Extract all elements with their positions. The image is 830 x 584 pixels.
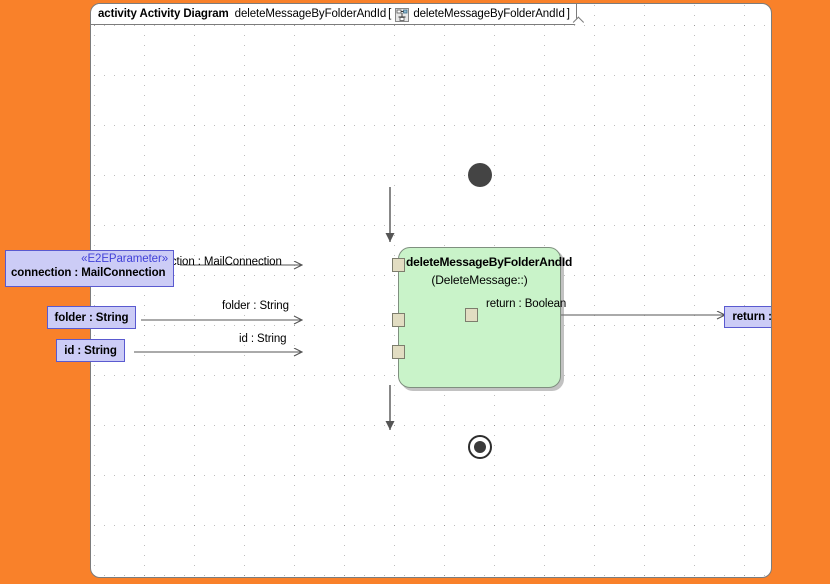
bracket-close: ] <box>566 8 570 20</box>
output-pin-return[interactable] <box>465 308 478 322</box>
edge-label-return: return : Boolean <box>486 298 567 310</box>
input-parameter-folder-label: folder : String <box>54 311 129 324</box>
activity-final-node-inner <box>474 441 486 453</box>
activity-node-subtitle: (DeleteMessage::) <box>431 273 528 287</box>
bracket-open: [ <box>388 8 392 20</box>
input-parameter-connection-label: connection : MailConnection <box>11 267 166 279</box>
activity-node[interactable]: deleteMessageByFolderAndId (DeleteMessag… <box>398 247 573 388</box>
input-parameter-folder[interactable]: folder : String <box>47 306 136 329</box>
output-parameter-return[interactable]: return : Boolean <box>724 306 772 328</box>
edge-label-id: id : String <box>239 333 287 345</box>
activity-diagram-icon <box>395 8 410 22</box>
input-parameter-id-label: id : String <box>64 344 117 357</box>
activity-diagram-frame[interactable]: activity Activity Diagram deleteMessageB… <box>90 3 772 578</box>
input-parameter-id[interactable]: id : String <box>56 339 125 362</box>
input-pin-id[interactable] <box>392 345 405 359</box>
input-pin-connection[interactable] <box>392 258 405 272</box>
diagram-qualified-name: deleteMessageByFolderAndId <box>413 8 565 20</box>
activity-final-node[interactable] <box>468 435 492 459</box>
diagram-kind-label: activity Activity Diagram <box>98 8 229 20</box>
output-parameter-return-label: return : Boolean <box>732 311 772 323</box>
initial-node[interactable] <box>468 163 492 187</box>
input-pin-folder[interactable] <box>392 313 405 327</box>
edge-label-folder: folder : String <box>222 300 289 312</box>
input-parameter-connection-stereotype: «E2EParameter» <box>81 253 168 265</box>
diagram-header-tab[interactable]: activity Activity Diagram deleteMessageB… <box>91 4 577 25</box>
diagram-name-label: deleteMessageByFolderAndId <box>234 8 387 20</box>
input-parameter-connection[interactable]: «E2EParameter» connection : MailConnecti… <box>5 250 174 287</box>
activity-node-title: deleteMessageByFolderAndId <box>406 255 573 269</box>
